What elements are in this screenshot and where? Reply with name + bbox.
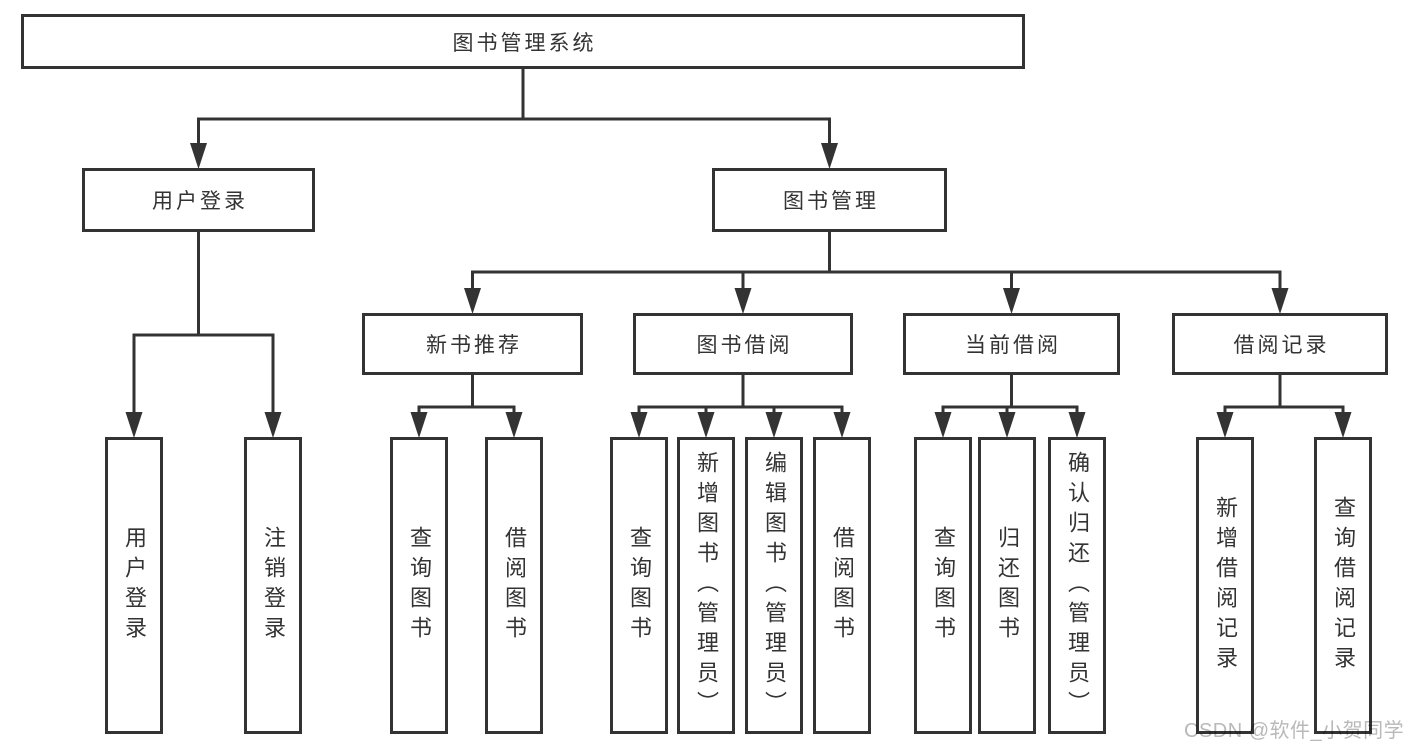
node-leaf-nb-borrow: 借阅图书 (485, 437, 543, 734)
node-label: 图书管理 (783, 190, 879, 213)
arrowhead (998, 412, 1016, 438)
node-label: 图书借阅 (696, 334, 793, 357)
arrowhead (505, 412, 523, 438)
arrowhead (1334, 412, 1352, 438)
arrowhead (833, 412, 851, 438)
node-leaf-cb-confirm: 确认归还（管理员） (1048, 437, 1106, 734)
node-borrow-records: 借阅记录 (1172, 313, 1388, 375)
arrowhead (1068, 412, 1086, 438)
node-leaf-user-login: 用户登录 (105, 437, 163, 734)
node-label: 注销登录 (261, 525, 286, 646)
node-leaf-cb-query: 查询图书 (914, 437, 972, 734)
node-leaf-bb-query: 查询图书 (610, 437, 668, 734)
node-leaf-cb-return: 归还图书 (978, 437, 1036, 734)
node-label: 借阅图书 (502, 525, 527, 646)
node-label: 当前借阅 (965, 334, 1061, 357)
csdn-watermark: CSDN @软件_小贺同学 (1184, 720, 1405, 742)
node-label: 新增借阅记录 (1213, 495, 1238, 676)
node-leaf-nb-query: 查询图书 (390, 437, 448, 734)
node-label: 查询图书 (627, 525, 652, 646)
node-book-borrow: 图书借阅 (633, 313, 853, 375)
node-leaf-bb-edit: 编辑图书（管理员） (745, 437, 803, 734)
node-book-mgmt: 图书管理 (712, 168, 947, 232)
node-leaf-br-query: 查询借阅记录 (1314, 437, 1372, 734)
node-leaf-bb-add: 新增图书（管理员） (677, 437, 735, 734)
node-root: 图书管理系统 (21, 14, 1025, 69)
arrowhead (821, 143, 838, 169)
node-leaf-logout: 注销登录 (244, 437, 302, 734)
arrowhead (630, 412, 648, 438)
node-new-book-rec: 新书推荐 (362, 313, 583, 375)
arrowhead (1271, 288, 1289, 314)
node-label: 编辑图书（管理员） (762, 450, 787, 721)
node-label: 借阅图书 (830, 525, 855, 646)
arrowhead (697, 412, 715, 438)
arrowhead (410, 412, 428, 438)
arrowhead (934, 412, 952, 438)
node-label: 用户登录 (152, 190, 248, 213)
arrowhead (765, 412, 783, 438)
arrowhead (1216, 412, 1234, 438)
node-current-borrow: 当前借阅 (903, 313, 1120, 375)
node-label: 用户登录 (122, 525, 147, 646)
node-label: 图书管理系统 (452, 31, 597, 55)
arrowhead (264, 412, 282, 438)
node-label: 确认归还（管理员） (1065, 450, 1090, 721)
arrowhead (734, 288, 752, 314)
node-leaf-br-add: 新增借阅记录 (1196, 437, 1254, 734)
node-label: 查询图书 (407, 525, 432, 646)
node-label: 新增图书（管理员） (694, 450, 719, 721)
node-label: 查询借阅记录 (1331, 495, 1356, 676)
node-label: 查询图书 (931, 525, 956, 646)
arrowhead (125, 412, 143, 438)
node-label: 新书推荐 (426, 334, 522, 357)
node-leaf-bb-borrow: 借阅图书 (813, 437, 871, 734)
node-label: 借阅记录 (1233, 334, 1330, 357)
arrowhead (464, 288, 481, 314)
node-label: 归还图书 (995, 525, 1020, 646)
node-user-login: 用户登录 (82, 168, 315, 232)
arrowhead (190, 143, 207, 169)
arrowhead (1003, 288, 1020, 314)
